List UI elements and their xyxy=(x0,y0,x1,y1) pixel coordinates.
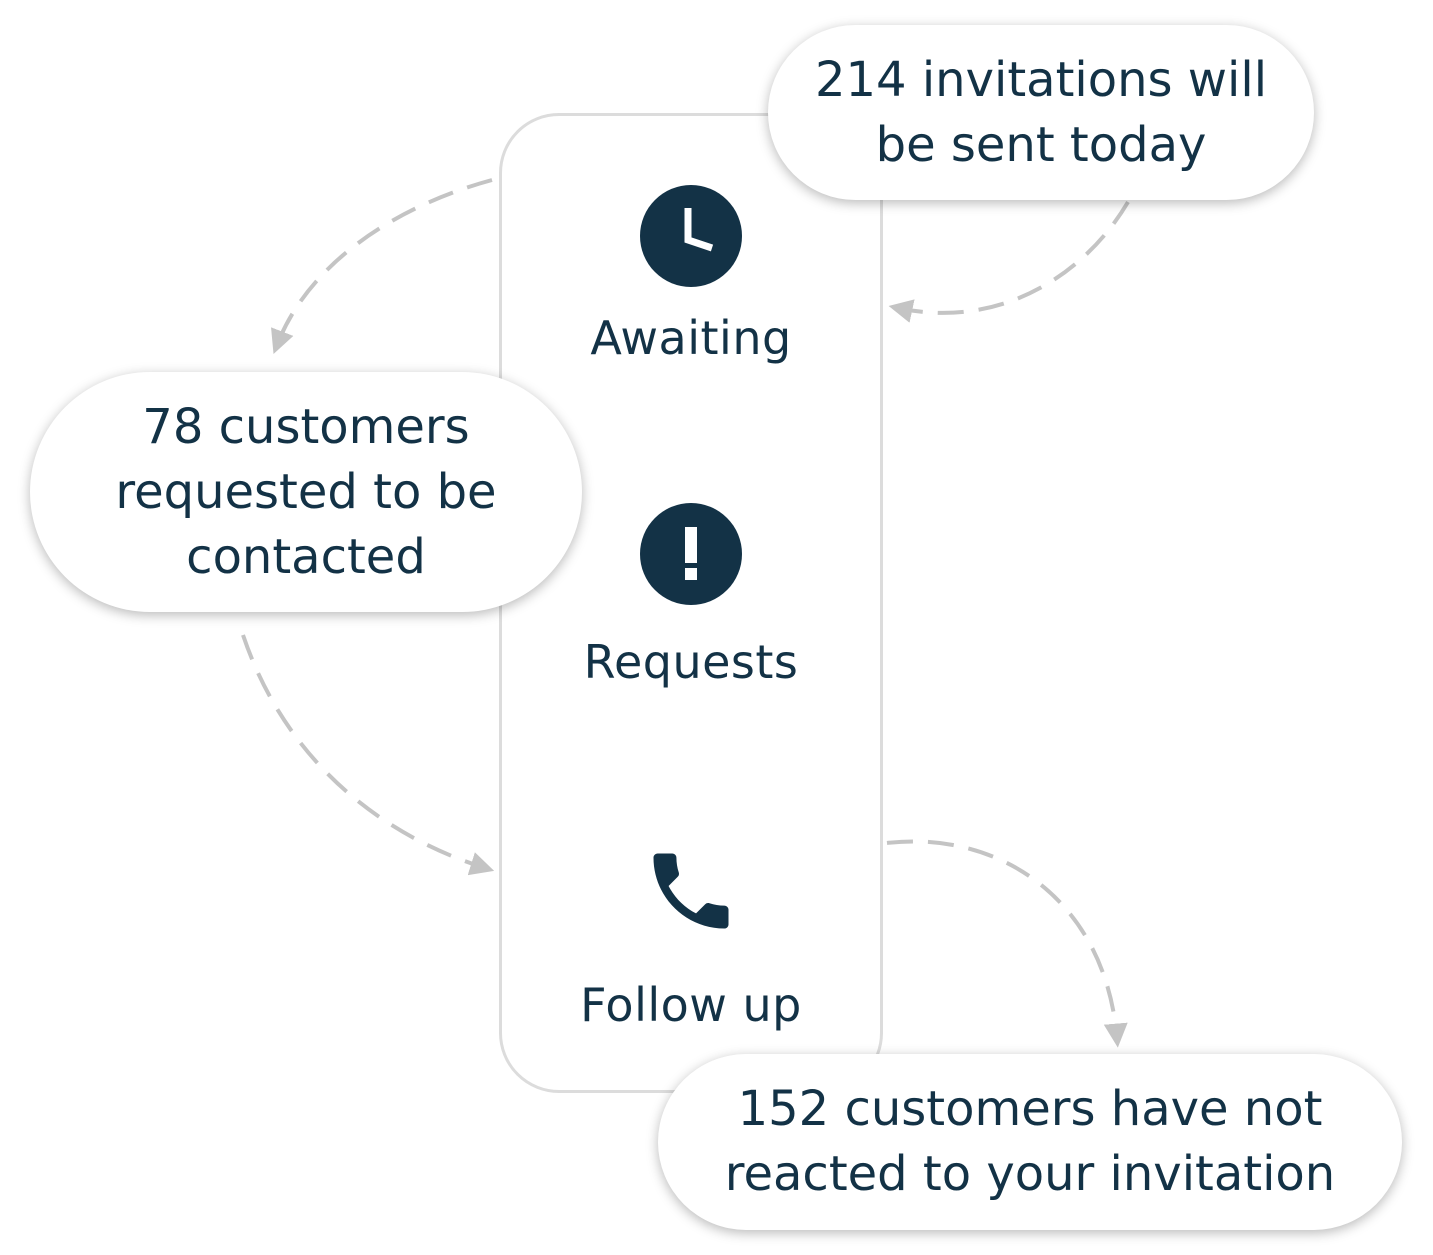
nav-item-follow-up[interactable]: Follow up xyxy=(502,841,880,1033)
callout-text: 214 invitations will be sent today xyxy=(814,51,1268,173)
callout-invitations-sent: 214 invitations will be sent today xyxy=(768,25,1314,200)
status-nav-panel: Awaiting Requests Follow up xyxy=(499,113,883,1093)
callout-text: 152 customers have not reacted to your i… xyxy=(724,1081,1336,1202)
connector-invitations-to-awaiting xyxy=(888,200,1130,323)
connector-panel-to-requested xyxy=(271,178,493,354)
phone-icon xyxy=(653,853,729,929)
callout-requested-contact: 78 customers requested to be contacted xyxy=(30,372,582,612)
nav-item-awaiting[interactable]: Awaiting xyxy=(502,184,880,366)
connector-followup-to-not-reacted xyxy=(886,839,1128,1048)
exclamation-icon xyxy=(640,503,742,605)
nav-item-requests[interactable]: Requests xyxy=(502,502,880,690)
connector-requested-to-followup xyxy=(241,634,495,876)
callout-text: 78 customers requested to be contacted xyxy=(115,398,497,585)
callout-not-reacted: 152 customers have not reacted to your i… xyxy=(658,1054,1402,1230)
nav-item-label: Requests xyxy=(583,635,799,689)
nav-item-label: Follow up xyxy=(580,978,802,1032)
nav-item-label: Awaiting xyxy=(590,311,792,365)
clock-icon xyxy=(640,185,742,287)
